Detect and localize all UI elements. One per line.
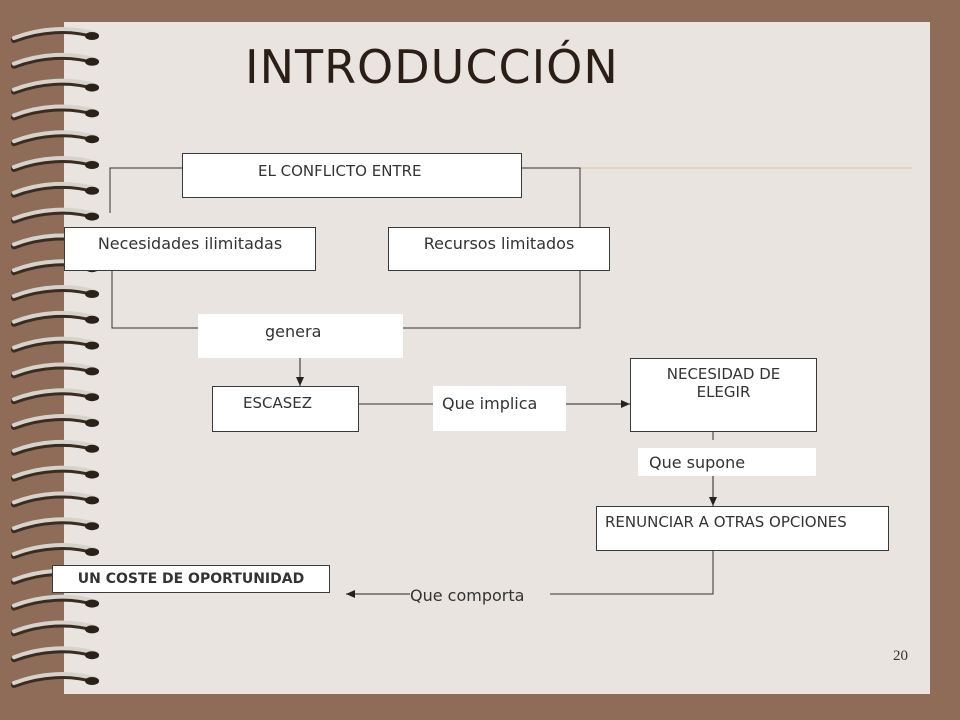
node-necesidades-label: Necesidades ilimitadas (97, 234, 283, 253)
spiral-ring-icon (11, 104, 99, 121)
spiral-ring-icon (11, 620, 99, 637)
connector-left-bottom (111, 271, 200, 329)
line-renunciar-comporta (550, 551, 714, 595)
spiral-ring-icon (11, 388, 99, 405)
node-coste-label: UN COSTE DE OPORTUNIDAD (77, 571, 305, 587)
spiral-ring-icon (11, 130, 99, 147)
node-necesidad-elegir: NECESIDAD DE ELEGIR (630, 358, 817, 432)
spiral-ring-icon (11, 465, 99, 482)
edge-label-supone-text: Que supone (649, 453, 746, 472)
spiral-ring-icon (11, 310, 99, 327)
edge-label-supone: Que supone (638, 448, 816, 476)
node-conflicto-label: EL CONFLICTO ENTRE (258, 162, 422, 180)
node-conflicto: EL CONFLICTO ENTRE (182, 153, 522, 198)
spiral-ring-icon (11, 78, 99, 95)
spiral-ring-icon (11, 336, 99, 353)
spiral-ring-icon (11, 439, 99, 456)
slide-title: INTRODUCCIÓN (245, 40, 619, 94)
node-necesidad-elegir-label: NECESIDAD DE ELEGIR (666, 365, 781, 401)
edge-label-comporta: Que comporta (410, 586, 550, 608)
edge-label-implica: Que implica (433, 386, 566, 431)
spiral-ring-icon (11, 414, 99, 430)
spiral-ring-icon (11, 517, 99, 534)
node-recursos-label: Recursos limitados (423, 234, 575, 253)
connector-right-top (522, 167, 581, 228)
node-coste: UN COSTE DE OPORTUNIDAD (52, 565, 330, 593)
spiral-ring-icon (11, 181, 99, 198)
spiral-ring-icon (11, 491, 99, 508)
spiral-ring-icon (11, 543, 99, 559)
spiral-ring-icon (11, 207, 99, 224)
node-recursos: Recursos limitados (388, 227, 610, 271)
node-renunciar-label: RENUNCIAR A OTRAS OPCIONES (605, 513, 847, 531)
node-necesidades: Necesidades ilimitadas (64, 227, 316, 271)
edge-label-implica-text: Que implica (442, 394, 538, 413)
spiral-ring-icon (11, 594, 99, 611)
edge-label-comporta-text: Que comporta (410, 586, 525, 605)
spiral-ring-icon (11, 362, 99, 379)
node-escasez-label: ESCASEZ (243, 394, 313, 412)
spiral-ring-icon (11, 646, 99, 663)
spiral-ring-icon (11, 27, 99, 43)
spiral-ring-icon (11, 672, 99, 688)
page-number: 20 (893, 648, 908, 664)
connector-right-bottom (402, 271, 581, 329)
connector-left-top (109, 167, 182, 213)
node-escasez: ESCASEZ (212, 386, 359, 432)
spiral-ring-icon (11, 285, 99, 301)
edge-label-genera: genera (198, 314, 403, 358)
node-renunciar: RENUNCIAR A OTRAS OPCIONES (596, 506, 889, 551)
spiral-ring-icon (11, 52, 99, 69)
edge-label-genera-text: genera (265, 322, 322, 341)
spiral-ring-icon (11, 156, 99, 172)
